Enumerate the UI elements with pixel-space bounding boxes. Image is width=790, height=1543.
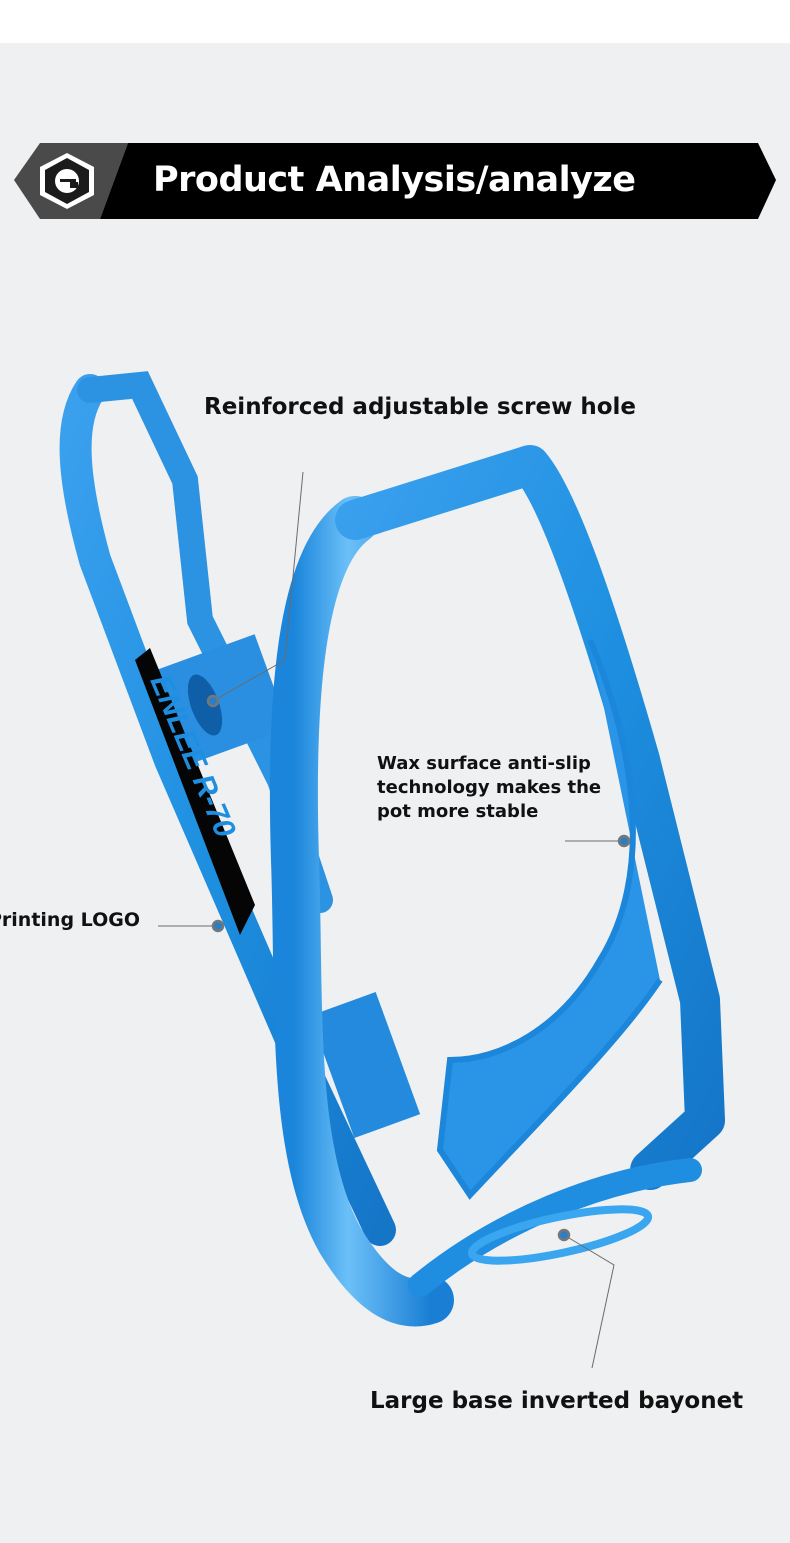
top-white-band: [0, 0, 790, 43]
section-banner: [14, 143, 776, 219]
e-hexagon-logo-icon: [40, 153, 94, 209]
callout-dot: [557, 1228, 571, 1242]
screw-hole-leader: [212, 471, 304, 702]
page-title: Product Analysis/analyze: [153, 160, 636, 200]
callout-dot: [211, 919, 225, 933]
callout-bayonet: Large base inverted bayonet: [370, 1388, 744, 1414]
callout-dot: [206, 694, 220, 708]
callout-printing-logo: Printing LOGO: [0, 909, 140, 931]
callout-wax-surface: Wax surface anti-slip technology makes t…: [377, 753, 602, 822]
bayonet-leader: [563, 1234, 615, 1369]
callout-dot: [617, 834, 631, 848]
callout-screw-hole: Reinforced adjustable screw hole: [204, 394, 637, 420]
